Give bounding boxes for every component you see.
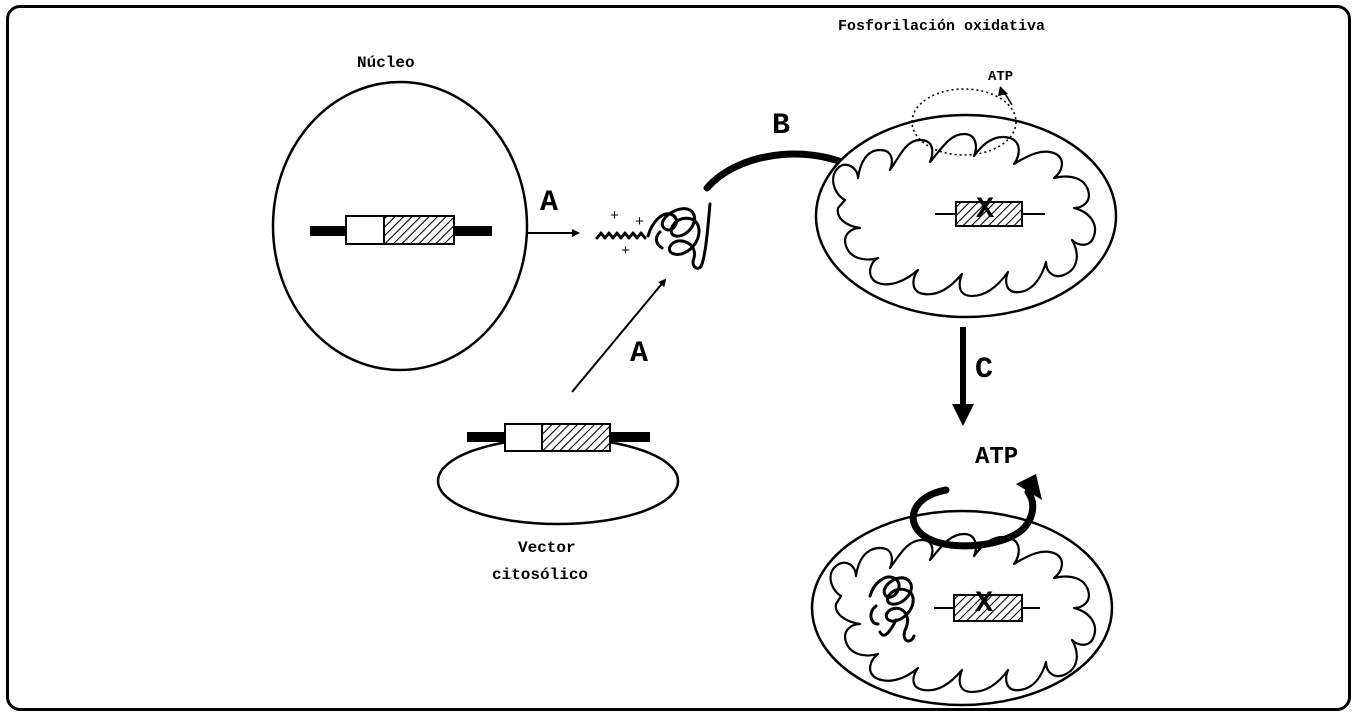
step-a-vector-label: A — [630, 337, 648, 371]
charge-plus-3: + — [621, 243, 630, 260]
mutation-mark-bottom: X — [975, 587, 993, 621]
step-b-label: B — [772, 109, 790, 143]
vector-label-line2: citosólico — [492, 566, 588, 584]
step-c-label: C — [975, 353, 993, 387]
atp-small-label: ATP — [988, 69, 1013, 85]
charge-plus-1: + — [610, 208, 619, 225]
vector-label-line1: Vector — [518, 539, 576, 557]
oxphos-label: Fosforilación oxidativa — [838, 18, 1045, 35]
nucleus-label: Núcleo — [357, 54, 415, 72]
arrow-a-vector — [572, 280, 665, 392]
arrow-c — [952, 327, 974, 426]
cytosolic-vector — [438, 424, 678, 524]
nucleus — [273, 82, 527, 370]
step-a-nucleus-label: A — [540, 186, 558, 220]
mitochondrion-top — [816, 115, 1116, 317]
atp-large-label: ATP — [975, 444, 1018, 471]
mutation-mark-top: X — [976, 193, 994, 227]
charge-plus-2: + — [635, 214, 644, 231]
mitochondrion-bottom — [812, 511, 1112, 705]
